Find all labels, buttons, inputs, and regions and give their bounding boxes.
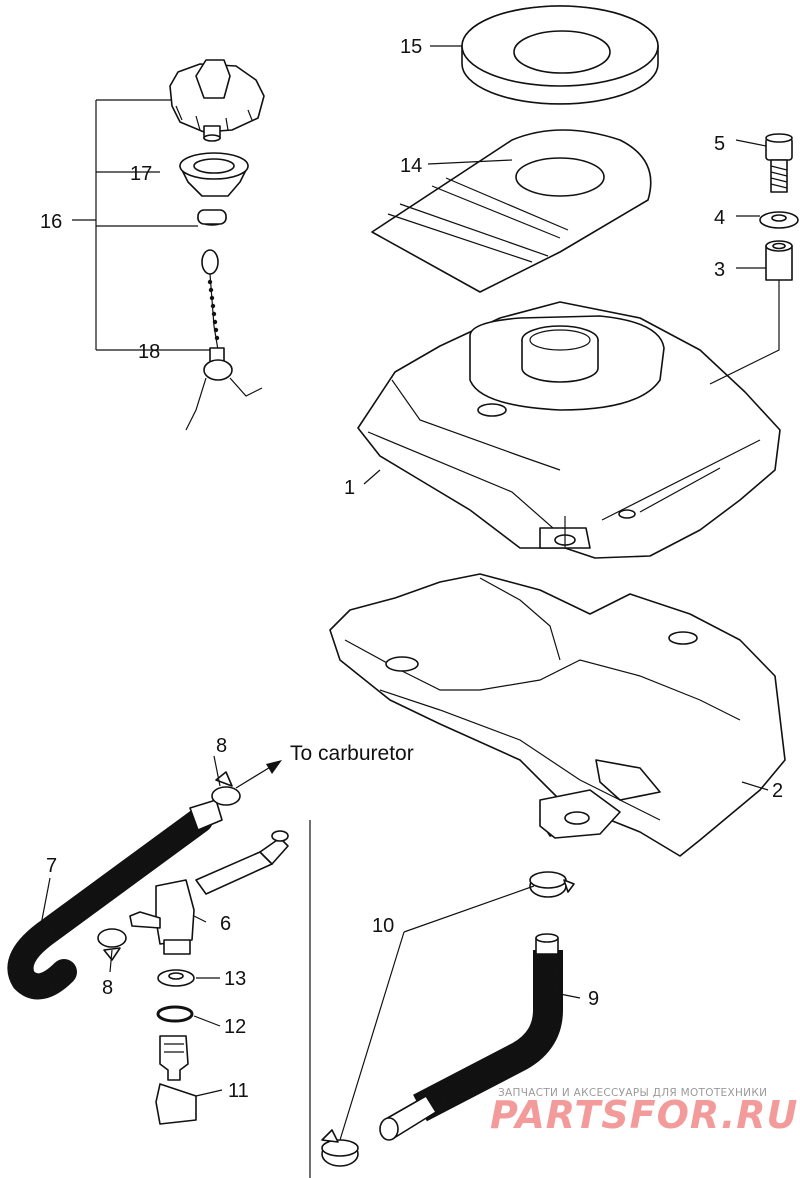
cap-clip bbox=[197, 209, 227, 226]
callout-7: 7 bbox=[46, 855, 57, 877]
washer-4 bbox=[759, 211, 799, 229]
to-carburetor-note: To carburetor bbox=[290, 742, 414, 765]
drain-hose-9 bbox=[379, 933, 563, 1141]
callout-4: 4 bbox=[714, 207, 725, 229]
callout-18: 18 bbox=[138, 341, 160, 363]
callout-11: 11 bbox=[228, 1080, 249, 1102]
retaining-chain-18 bbox=[185, 249, 263, 431]
tank-cover-1 bbox=[357, 301, 781, 559]
callout-10: 10 bbox=[372, 915, 394, 937]
bolt-5 bbox=[765, 133, 793, 193]
watermark-caption: ЗАПЧАСТИ И АКСЕССУАРЫ ДЛЯ МОТОТЕХНИКИ bbox=[498, 1087, 767, 1099]
callout-3: 3 bbox=[714, 259, 725, 281]
callout-labels: 15 14 5 4 3 1 2 17 16 18 8 To carburetor… bbox=[40, 36, 783, 1102]
fuel-hose-7 bbox=[7, 799, 223, 1000]
hose-clamp-10a bbox=[529, 871, 575, 898]
hose-clip-8a bbox=[211, 771, 241, 806]
callout-17: 17 bbox=[130, 163, 152, 185]
fuel-filter-11 bbox=[155, 1035, 197, 1125]
callout-15: 15 bbox=[400, 36, 422, 58]
fuel-cap-16 bbox=[169, 59, 265, 142]
callout-12: 12 bbox=[224, 1016, 246, 1038]
watermark-logo: PARTSFOR.RU bbox=[490, 1093, 798, 1137]
watermark: ЗАПЧАСТИ И АКСЕССУАРЫ ДЛЯ МОТОТЕХНИКИ PA… bbox=[490, 1087, 798, 1137]
callout-2: 2 bbox=[772, 780, 783, 802]
hose-clamp-10b bbox=[321, 1129, 359, 1167]
callout-13: 13 bbox=[224, 968, 246, 990]
callout-9: 9 bbox=[588, 988, 599, 1010]
callout-14: 14 bbox=[400, 155, 422, 177]
collar-3 bbox=[765, 240, 793, 281]
cap-gasket-17 bbox=[179, 152, 249, 197]
fuel-tap-6 bbox=[129, 830, 289, 955]
callout-16: 16 bbox=[40, 211, 62, 233]
callout-5: 5 bbox=[714, 133, 725, 155]
callout-8-bottom: 8 bbox=[102, 977, 113, 999]
callout-6: 6 bbox=[220, 913, 231, 935]
washer-13 bbox=[157, 969, 195, 987]
fuel-tank-2 bbox=[329, 573, 786, 857]
gasket-plate-14 bbox=[371, 129, 652, 293]
filter-pad-15 bbox=[461, 5, 659, 105]
leader-lines bbox=[39, 45, 780, 1141]
callout-1: 1 bbox=[344, 477, 355, 499]
o-ring-12 bbox=[156, 1005, 194, 1023]
callout-8-top: 8 bbox=[216, 735, 227, 757]
